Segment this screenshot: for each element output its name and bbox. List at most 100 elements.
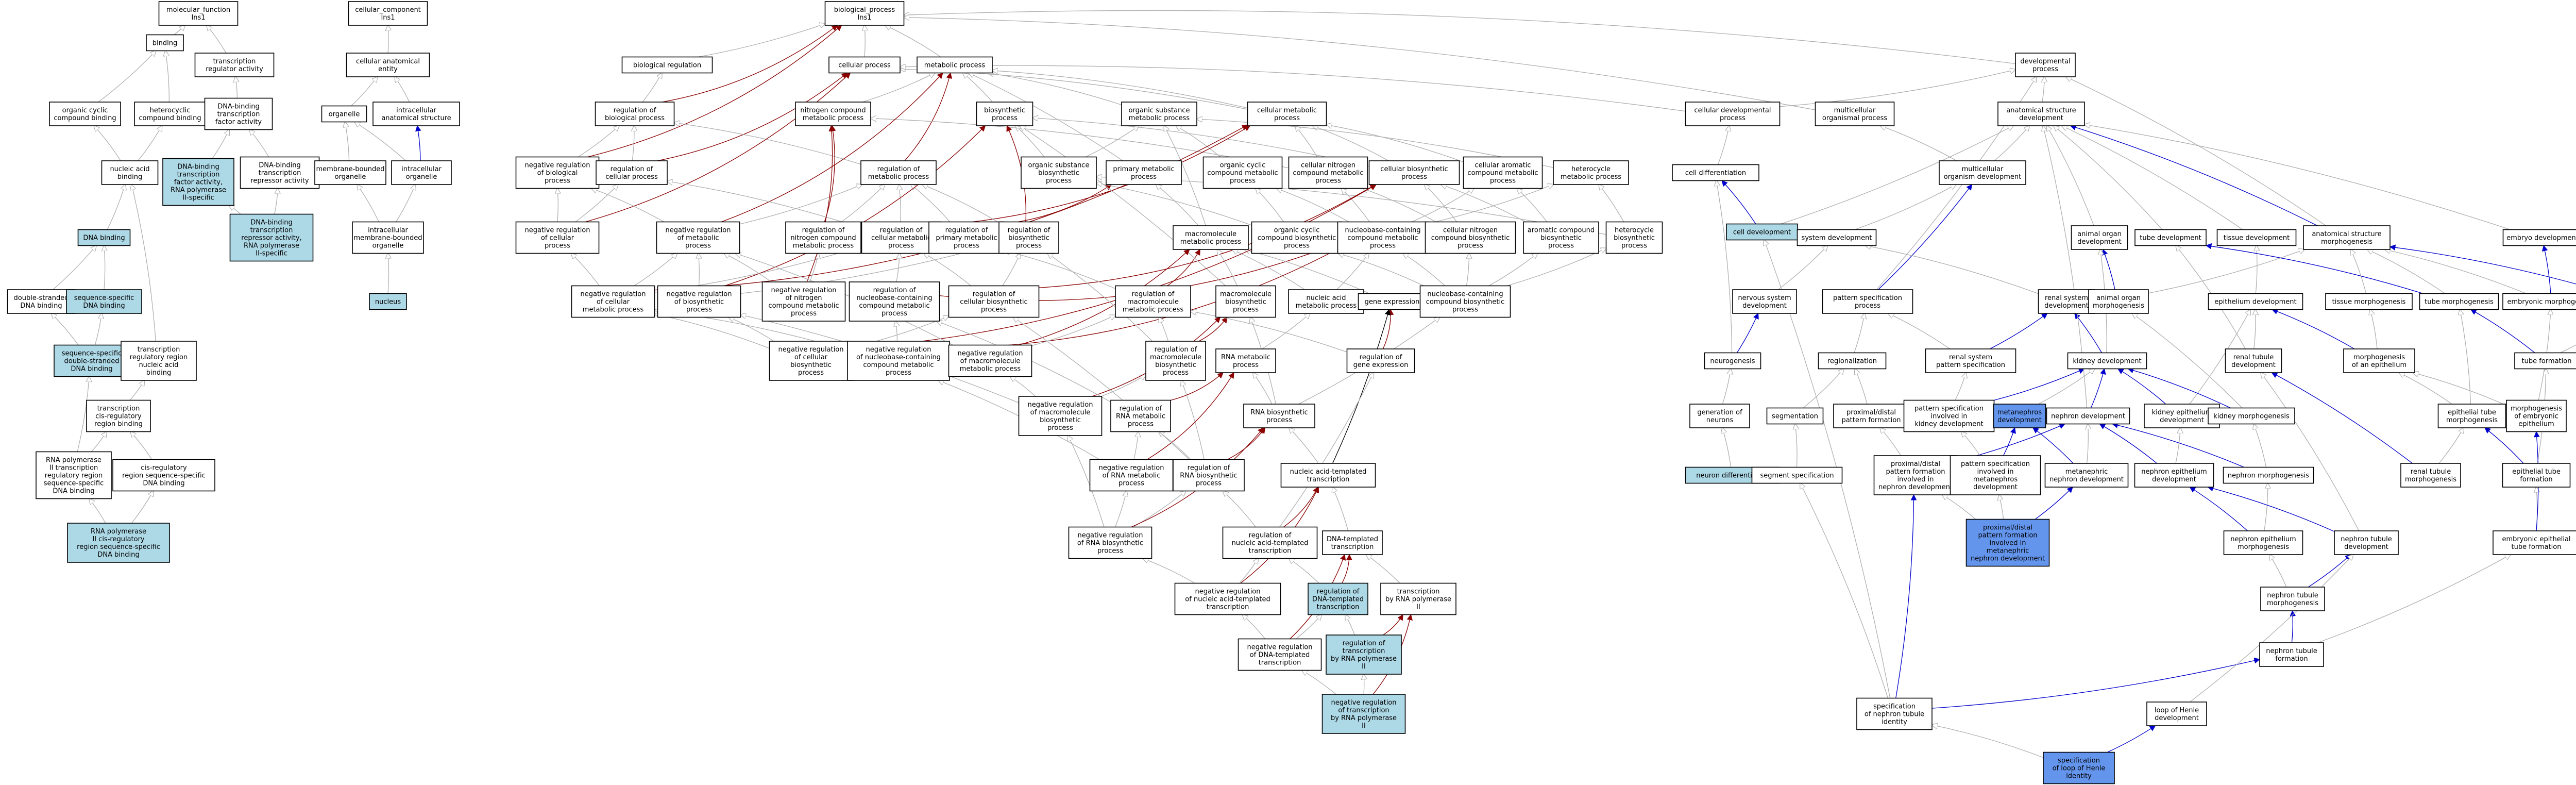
- node-box[interactable]: [2502, 293, 2576, 310]
- node-box[interactable]: [1672, 164, 1759, 181]
- go-term-node-bioreg[interactable]: biological regulation: [621, 56, 713, 74]
- node-box[interactable]: [1321, 694, 1406, 734]
- node-box[interactable]: [2015, 53, 2076, 77]
- node-box[interactable]: [2046, 407, 2130, 425]
- node-box[interactable]: [2493, 530, 2576, 555]
- node-box[interactable]: [162, 158, 234, 206]
- node-box[interactable]: [391, 160, 452, 185]
- node-box[interactable]: [2144, 404, 2220, 428]
- node-box[interactable]: [1288, 156, 1368, 189]
- node-box[interactable]: [2223, 530, 2303, 555]
- go-term-node-nephronmorph[interactable]: nephron morphogenesis: [2223, 466, 2314, 484]
- node-box[interactable]: [2225, 348, 2282, 373]
- node-box[interactable]: [795, 102, 871, 126]
- node-box[interactable]: [1950, 455, 2041, 495]
- node-box[interactable]: [2502, 229, 2576, 246]
- go-term-node-dnabinding[interactable]: DNA binding: [77, 229, 131, 246]
- go-term-node-segmentspec[interactable]: segment specification: [1751, 466, 1843, 484]
- go-term-node-binding[interactable]: binding: [146, 34, 184, 52]
- node-box[interactable]: [1288, 289, 1364, 314]
- go-term-node-kidneymorph[interactable]: kidney morphogenesis: [2208, 407, 2295, 425]
- node-box[interactable]: [101, 160, 159, 185]
- node-box[interactable]: [2343, 348, 2415, 373]
- node-box[interactable]: [1925, 348, 2016, 373]
- node-box[interactable]: [515, 156, 600, 189]
- node-box[interactable]: [1822, 289, 1913, 314]
- node-box[interactable]: [372, 102, 460, 126]
- node-box[interactable]: [2134, 229, 2207, 246]
- node-box[interactable]: [1121, 102, 1197, 126]
- node-box[interactable]: [1280, 463, 1376, 488]
- node-box[interactable]: [194, 53, 275, 77]
- go-term-node-nucleus[interactable]: nucleus: [369, 293, 407, 310]
- node-box[interactable]: [1251, 221, 1343, 254]
- node-box[interactable]: [1815, 102, 1895, 126]
- node-box[interactable]: [1222, 526, 1318, 559]
- node-box[interactable]: [352, 221, 424, 254]
- node-box[interactable]: [1326, 634, 1402, 675]
- node-box[interactable]: [761, 281, 846, 322]
- go-term-node-tubeform[interactable]: tube formation: [2514, 352, 2576, 370]
- node-box[interactable]: [2514, 352, 2576, 370]
- go-term-node-segmentation[interactable]: segmentation: [1766, 407, 1824, 425]
- node-box[interactable]: [2260, 587, 2325, 611]
- node-box[interactable]: [1215, 348, 1276, 373]
- node-box[interactable]: [1238, 638, 1322, 671]
- go-term-node-tissuemorph[interactable]: tissue morphogenesis: [2325, 293, 2413, 310]
- node-box[interactable]: [2216, 229, 2297, 246]
- node-box[interactable]: [998, 221, 1059, 254]
- node-box[interactable]: [1115, 285, 1191, 318]
- go-term-node-geneexpr[interactable]: gene expression: [1358, 293, 1427, 310]
- node-box[interactable]: [861, 221, 941, 254]
- node-box[interactable]: [2134, 463, 2214, 488]
- go-term-node-kidneydev[interactable]: kidney development: [2067, 352, 2147, 370]
- node-box[interactable]: [596, 160, 668, 185]
- node-box[interactable]: [2088, 289, 2149, 314]
- node-box[interactable]: [1337, 221, 1429, 254]
- node-box[interactable]: [1380, 582, 1456, 615]
- go-term-node-regionalization[interactable]: regionalization: [1818, 352, 1887, 370]
